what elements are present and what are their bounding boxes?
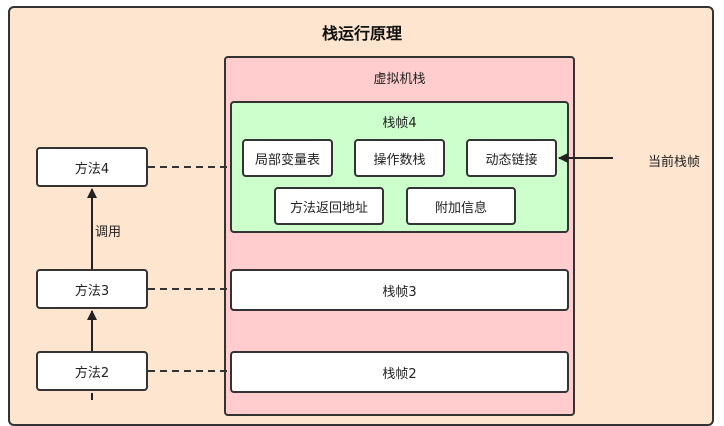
dynamic-linking-box: 动态链接 xyxy=(466,139,557,177)
stack-frame-3: 栈帧3 xyxy=(230,269,569,311)
return-address-box: 方法返回地址 xyxy=(274,187,384,225)
connector-lines xyxy=(87,153,613,400)
vm-stack-label: 虚拟机栈 xyxy=(373,72,426,87)
additional-info-box: 附加信息 xyxy=(406,187,516,225)
method-4-box: 方法4 xyxy=(36,147,148,187)
operand-stack-box: 操作数栈 xyxy=(354,139,445,177)
current-frame-label: 当前栈帧 xyxy=(648,155,701,170)
call-label: 调用 xyxy=(95,225,122,240)
diagram-title: 栈运行原理 xyxy=(321,24,402,43)
stack-frame-4-label: 栈帧4 xyxy=(382,116,417,131)
local-variable-table-box: 局部变量表 xyxy=(242,139,333,177)
method-3-box: 方法3 xyxy=(36,269,148,309)
stack-frame-2: 栈帧2 xyxy=(230,351,569,393)
method-2-box: 方法2 xyxy=(36,351,148,391)
